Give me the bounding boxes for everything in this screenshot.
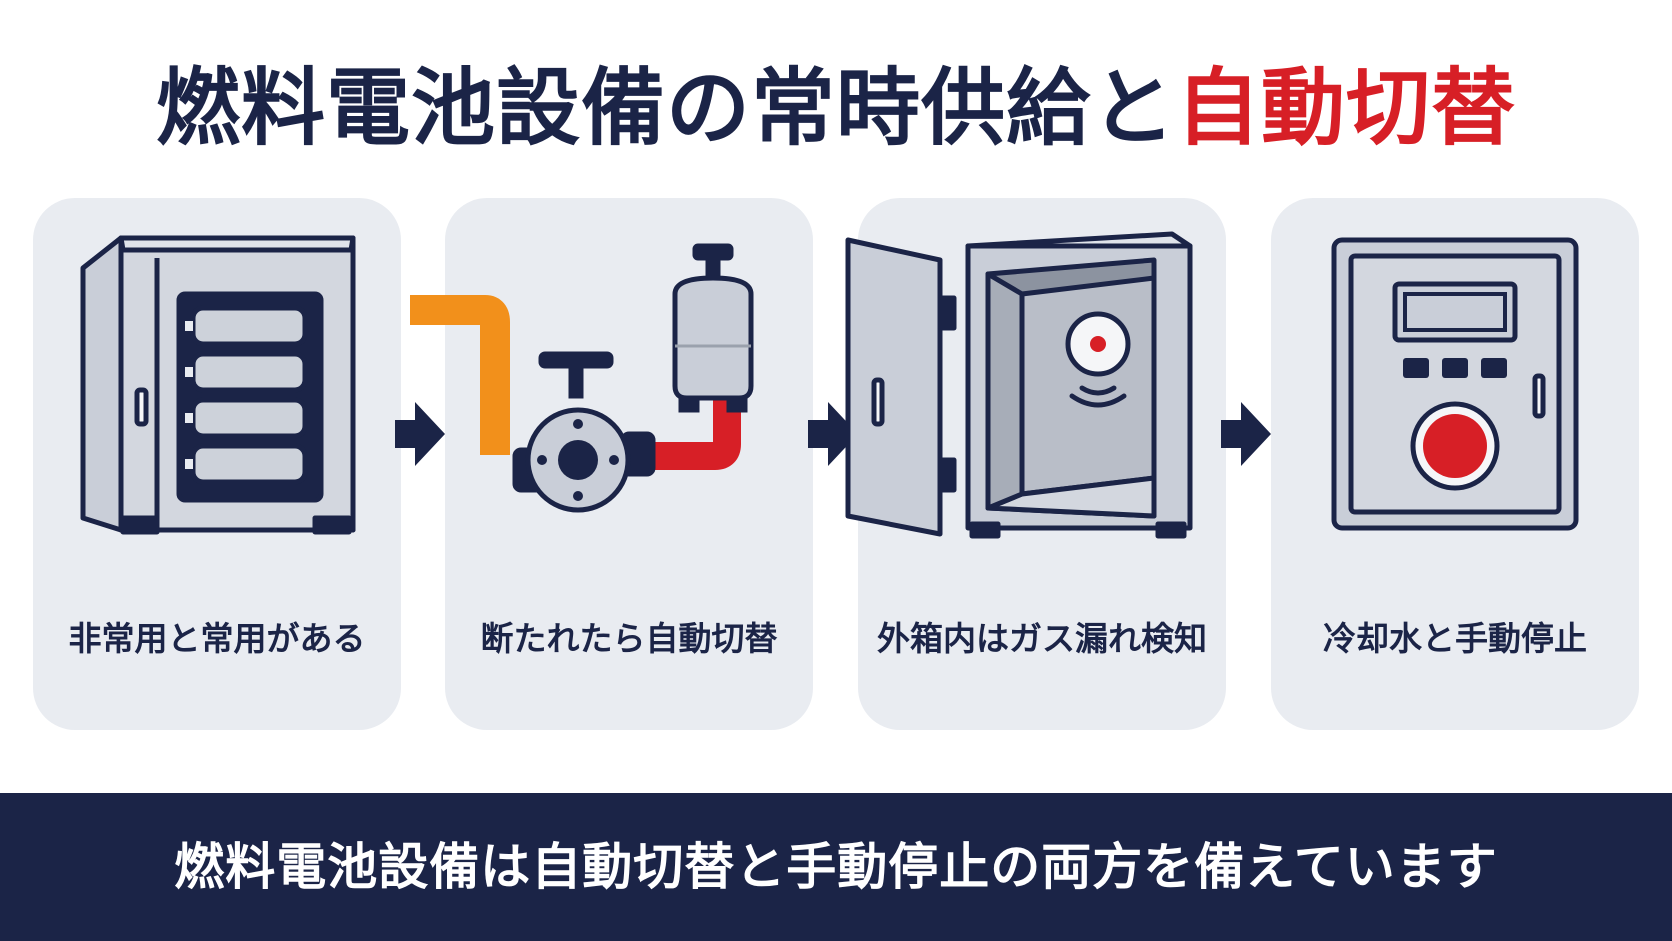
step-card-2: 断たれたら自動切替 xyxy=(410,198,813,730)
title-accent: 自動切替 xyxy=(1176,59,1517,157)
step-card-1: 非常用と常用がある xyxy=(33,198,401,730)
step-card-3: 外箱内はガス漏れ検知 xyxy=(845,198,1226,730)
gas-detector-cabinet-icon xyxy=(845,231,1193,539)
arrow-right-icon xyxy=(808,402,858,466)
step-label-2: 断たれたら自動切替 xyxy=(480,619,778,658)
page-title: 燃料電池設備の常時供給と自動切替 xyxy=(0,48,1672,168)
control-panel-icon xyxy=(1331,237,1579,531)
summary-banner: 燃料電池設備は自動切替と手動停止の両方を備えています xyxy=(0,793,1672,941)
title-main: 燃料電池設備の常時供給と xyxy=(155,59,1176,157)
step-label-4: 冷却水と手動停止 xyxy=(1323,619,1587,658)
fuel-cell-cabinet-icon xyxy=(80,235,356,535)
step-label-1: 非常用と常用がある xyxy=(68,619,366,658)
summary-text: 燃料電池設備は自動切替と手動停止の両方を備えています xyxy=(174,838,1498,896)
arrow-right-icon xyxy=(1221,402,1271,466)
step-label-3: 外箱内はガス漏れ検知 xyxy=(877,619,1207,658)
arrow-right-icon xyxy=(395,402,445,466)
step-card-4: 冷却水と手動停止 xyxy=(1271,198,1639,730)
valve-pipe-icon xyxy=(410,243,754,513)
